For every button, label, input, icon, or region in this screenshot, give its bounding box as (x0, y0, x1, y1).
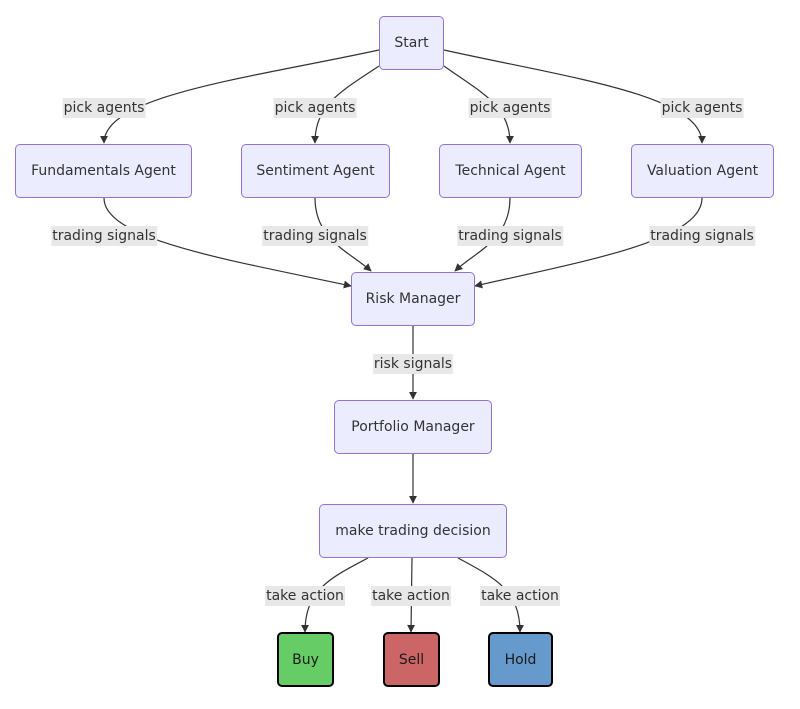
edge-label-trading-signals: trading signals (649, 226, 755, 246)
node-sell: Sell (383, 632, 440, 687)
node-fundamentals-agent: Fundamentals Agent (15, 144, 192, 198)
node-technical-agent: Technical Agent (439, 144, 582, 198)
edge-start-fundamentals (100, 49, 380, 144)
edge-label-trading-signals: trading signals (51, 226, 157, 246)
edge-fundamentals-risk (103, 197, 352, 289)
edge-valuation-risk (474, 197, 703, 289)
edge-label-trading-signals: trading signals (262, 226, 368, 246)
edge-label-take-action: take action (265, 586, 345, 606)
edge-label-take-action: take action (480, 586, 560, 606)
edge-label-pick-agents: pick agents (468, 98, 552, 118)
node-start: Start (379, 16, 444, 70)
node-sentiment-agent: Sentiment Agent (241, 144, 390, 198)
edge-label-pick-agents: pick agents (62, 98, 146, 118)
node-make-trading-decision: make trading decision (319, 504, 507, 558)
edge-start-valuation (443, 49, 706, 144)
node-valuation-agent: Valuation Agent (631, 144, 774, 198)
edge-label-pick-agents: pick agents (660, 98, 744, 118)
edge-label-trading-signals: trading signals (457, 226, 563, 246)
edge-label-take-action: take action (371, 586, 451, 606)
node-buy: Buy (277, 632, 334, 687)
node-risk-manager: Risk Manager (351, 272, 475, 326)
node-portfolio-manager: Portfolio Manager (334, 400, 492, 454)
edge-label-pick-agents: pick agents (273, 98, 357, 118)
node-hold: Hold (488, 632, 553, 687)
edge-label-risk-signals: risk signals (372, 354, 454, 374)
